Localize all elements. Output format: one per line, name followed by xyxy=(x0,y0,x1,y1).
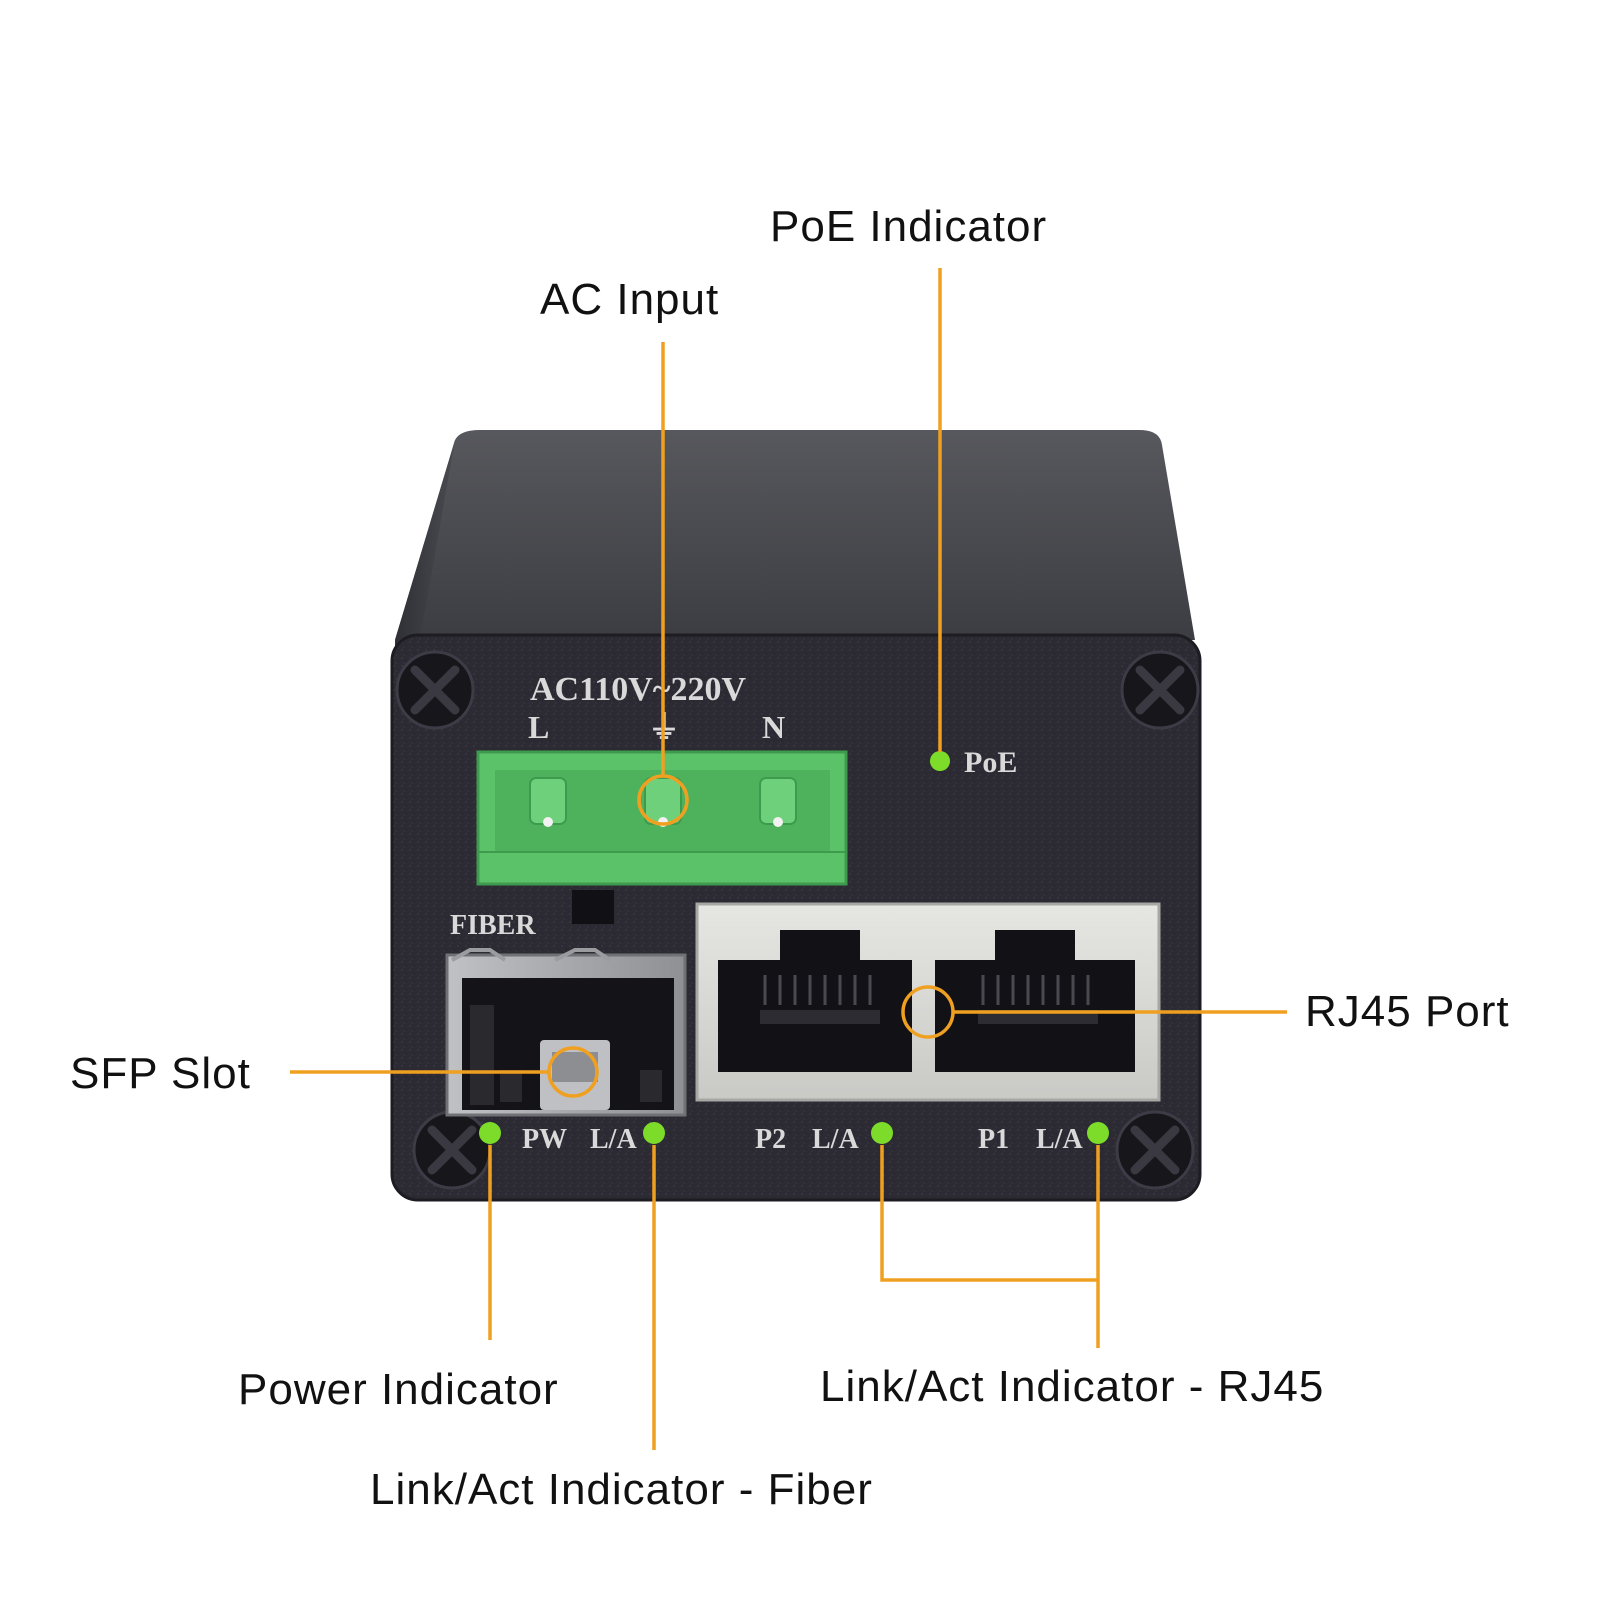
housing-top-face xyxy=(395,430,1195,640)
callout-ring-ac-input xyxy=(637,774,689,826)
fiber-panel-label: FIBER xyxy=(450,910,536,941)
power-led xyxy=(479,1122,501,1144)
rj45-port-p2 xyxy=(718,930,912,1072)
fiber-la-panel-label: L/A xyxy=(590,1124,637,1155)
power-indicator-label: Power Indicator xyxy=(238,1365,559,1414)
poe-led xyxy=(930,751,950,771)
fiber-link-led xyxy=(643,1122,665,1144)
screw-top-right xyxy=(1120,650,1200,730)
callout-ring-rj45 xyxy=(901,985,955,1039)
ac-terminal-block xyxy=(476,750,848,886)
rj45-port-label: RJ45 Port xyxy=(1305,987,1510,1036)
p2-la-panel-label: L/A xyxy=(812,1124,859,1155)
terminal-n-label: N xyxy=(762,709,785,745)
ac-input-label: AC Input xyxy=(540,275,720,324)
sfp-cage xyxy=(445,948,687,1117)
terminal-latch xyxy=(572,890,614,924)
screw-bottom-left xyxy=(412,1110,492,1190)
terminal-l-label: L xyxy=(528,709,549,745)
screw-bottom-right xyxy=(1115,1110,1195,1190)
poe-panel-label: PoE xyxy=(964,746,1017,779)
callout-line-rj45-link xyxy=(880,1145,1100,1348)
p1-link-led xyxy=(1087,1122,1109,1144)
link-act-fiber-label: Link/Act Indicator - Fiber xyxy=(370,1465,873,1514)
poe-indicator-label: PoE Indicator xyxy=(770,202,1048,251)
pw-panel-label: PW xyxy=(522,1124,567,1155)
rj45-port-block xyxy=(695,902,1161,1102)
p2-panel-label: P2 xyxy=(755,1124,786,1155)
callout-ring-sfp xyxy=(547,1046,599,1098)
link-act-rj45-label: Link/Act Indicator - RJ45 xyxy=(820,1362,1325,1411)
p2-link-led xyxy=(871,1122,893,1144)
voltage-label: AC110V~220V xyxy=(530,671,746,708)
p1-panel-label: P1 xyxy=(978,1124,1009,1155)
screw-top-left xyxy=(395,650,475,730)
sfp-slot-label: SFP Slot xyxy=(70,1049,251,1098)
p1-la-panel-label: L/A xyxy=(1036,1124,1083,1155)
